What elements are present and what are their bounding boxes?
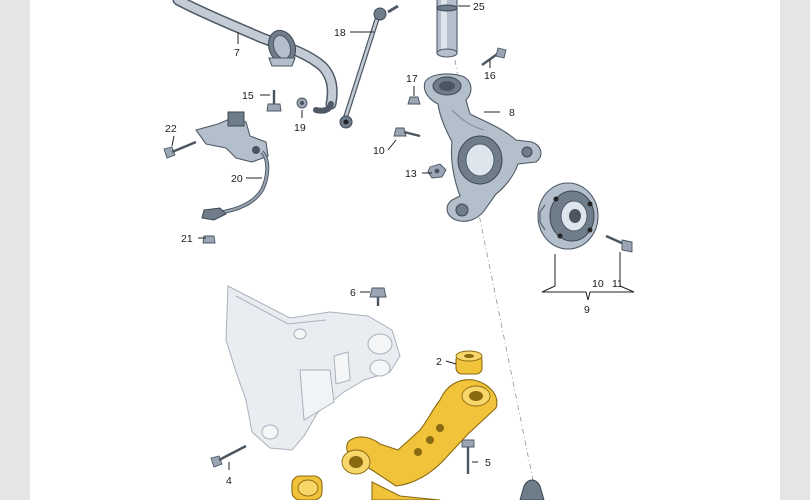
parts-diagram-canvas: 7 18 25 16 17 8 10 13 15 19 22 20 21 10 … — [30, 0, 780, 500]
label-16: 16 — [484, 70, 496, 82]
leader-lines — [171, 5, 635, 470]
bolt-part-15[interactable] — [266, 90, 282, 112]
label-10-lower: 10 — [592, 278, 604, 290]
coupling-rod[interactable] — [339, 4, 399, 129]
bolt-part-22[interactable] — [163, 140, 197, 159]
ball-joint[interactable] — [519, 479, 545, 500]
label-22: 22 — [165, 123, 177, 135]
label-17: 17 — [406, 73, 418, 85]
bolt-part-11[interactable] — [605, 234, 633, 253]
subframe — [225, 285, 401, 451]
label-5: 5 — [485, 457, 491, 469]
bolt-part-16[interactable] — [481, 47, 507, 66]
label-13: 13 — [405, 168, 417, 180]
label-4: 4 — [226, 475, 232, 487]
label-25: 25 — [473, 1, 485, 13]
nut-part-13[interactable] — [427, 163, 447, 179]
exploded-suspension-diagram: 7 18 25 16 17 8 10 13 15 19 22 20 21 10 … — [163, 0, 635, 500]
wheel-hub[interactable] — [537, 182, 599, 250]
part-labels: 7 18 25 16 17 8 10 13 15 19 22 20 21 10 … — [165, 1, 623, 487]
label-8: 8 — [509, 107, 515, 119]
label-6: 6 — [350, 287, 356, 299]
bolt-part-19[interactable] — [296, 97, 308, 109]
label-9: 9 — [584, 304, 590, 316]
bolt-part-4[interactable] — [210, 444, 247, 468]
label-7: 7 — [234, 47, 240, 59]
bolt-part-5[interactable] — [461, 439, 475, 474]
label-10-upper: 10 — [373, 145, 385, 157]
stabilizer-bar[interactable] — [172, 0, 338, 114]
bushing-part-2[interactable] — [455, 350, 483, 375]
label-19: 19 — [294, 122, 306, 134]
strut-shaft[interactable] — [436, 0, 458, 58]
bolt-part-10-knuckle[interactable] — [393, 127, 421, 138]
control-arm[interactable] — [341, 379, 498, 500]
label-18: 18 — [334, 27, 346, 39]
bolt-part-17[interactable] — [407, 96, 421, 105]
label-21: 21 — [181, 233, 193, 245]
bolt-part-6[interactable] — [369, 287, 387, 306]
label-11: 11 — [612, 278, 623, 290]
label-2: 2 — [436, 356, 442, 368]
wheel-bearing-housing[interactable] — [423, 73, 542, 222]
label-20: 20 — [231, 173, 243, 185]
label-15: 15 — [242, 90, 254, 102]
level-sensor[interactable] — [195, 111, 270, 221]
bushing-rear[interactable] — [291, 475, 323, 500]
bolt-part-21[interactable] — [202, 235, 216, 244]
alignment-axis — [469, 169, 536, 491]
